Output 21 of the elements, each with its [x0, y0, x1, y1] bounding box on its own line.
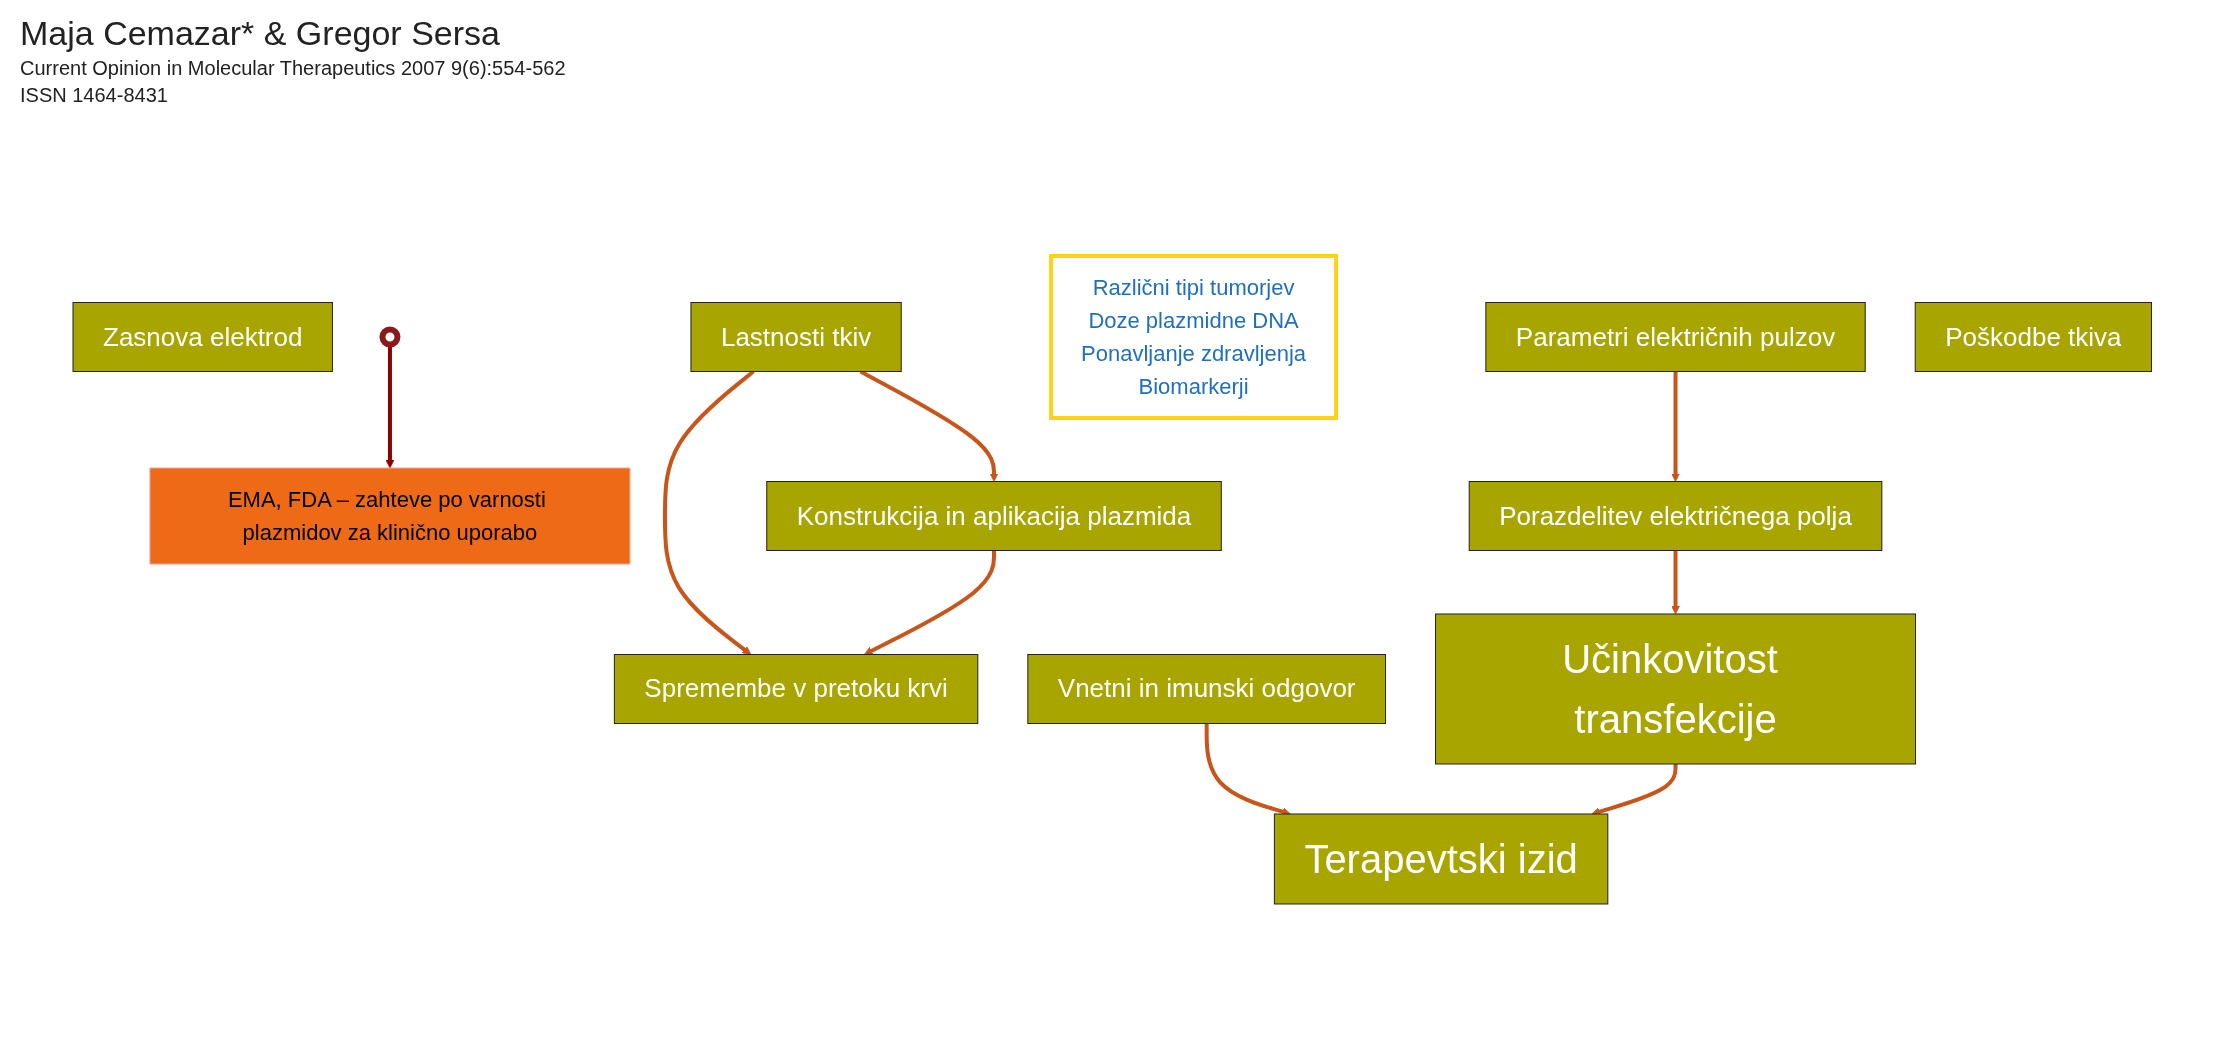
node-box: Terapevtski izid — [1274, 813, 1609, 905]
arrow — [1591, 764, 1678, 816]
arrow — [864, 550, 997, 655]
author-line: Maja Cemazar* & Gregor Sersa — [20, 14, 501, 53]
node-box: Vnetni in imunski odgovor — [1027, 654, 1387, 724]
node-box: Učinkovitost transfekcije — [1435, 613, 1917, 765]
node-box: Konstrukcija in aplikacija plazmida — [766, 481, 1222, 551]
node-box: Poškodbe tkiva — [1914, 302, 2153, 372]
citation-text: Current Opinion in Molecular Therapeutics 2007 9(6):554-562 — [20, 57, 566, 80]
node-circle — [379, 326, 401, 348]
arrow — [1671, 550, 1681, 615]
node-box: Lastnosti tkiv — [690, 302, 902, 372]
citation-text: ISSN 1464-8431 — [20, 84, 169, 107]
node-box: Porazdelitev električnega polja — [1468, 481, 1883, 551]
node-box: Različni tipi tumorjev Doze plazmidne DNA Ponavljanje zdravljenja Biomarkerji — [1049, 254, 1339, 420]
node-box: Parametri električnih pulzov — [1485, 302, 1866, 372]
arrow — [385, 344, 395, 469]
node-box: EMA, FDA – zahteve po varnosti plazmidov za klinično uporabo — [149, 467, 631, 565]
node-box: Spremembe v pretoku krvi — [614, 654, 979, 724]
node-box: Zasnova elektrod — [72, 302, 334, 372]
arrow — [1671, 371, 1681, 482]
